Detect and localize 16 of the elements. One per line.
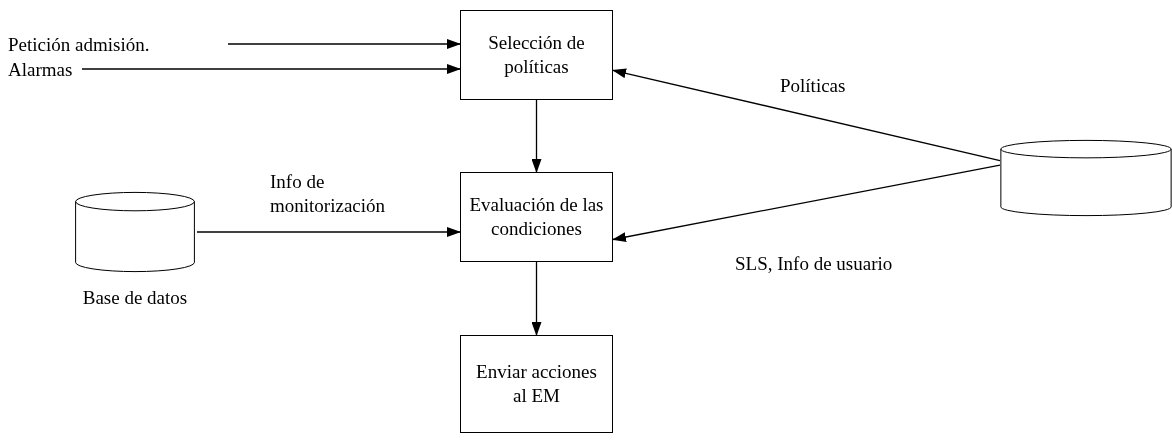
database-label: Base de datos: [81, 286, 189, 310]
arrow: [81, 64, 461, 74]
arrow: [196, 227, 461, 237]
process-box: Evaluación de las condiciones: [460, 172, 613, 262]
arrow: [227, 39, 461, 49]
arrow: [612, 68, 1001, 162]
edge-label: SLS, Info de usuario: [735, 252, 894, 276]
arrow: [612, 164, 1001, 242]
arrow: [531, 261, 542, 336]
input-label: Petición admisión.: [8, 33, 226, 55]
process-box: Selección de políticas: [460, 10, 613, 100]
edge-label: Info de monitorización: [270, 170, 387, 218]
arrow: [531, 99, 542, 173]
edge-label: Políticas: [780, 74, 847, 98]
input-label: Alarmas: [8, 58, 80, 80]
process-box: Enviar acciones al EM: [460, 335, 613, 433]
